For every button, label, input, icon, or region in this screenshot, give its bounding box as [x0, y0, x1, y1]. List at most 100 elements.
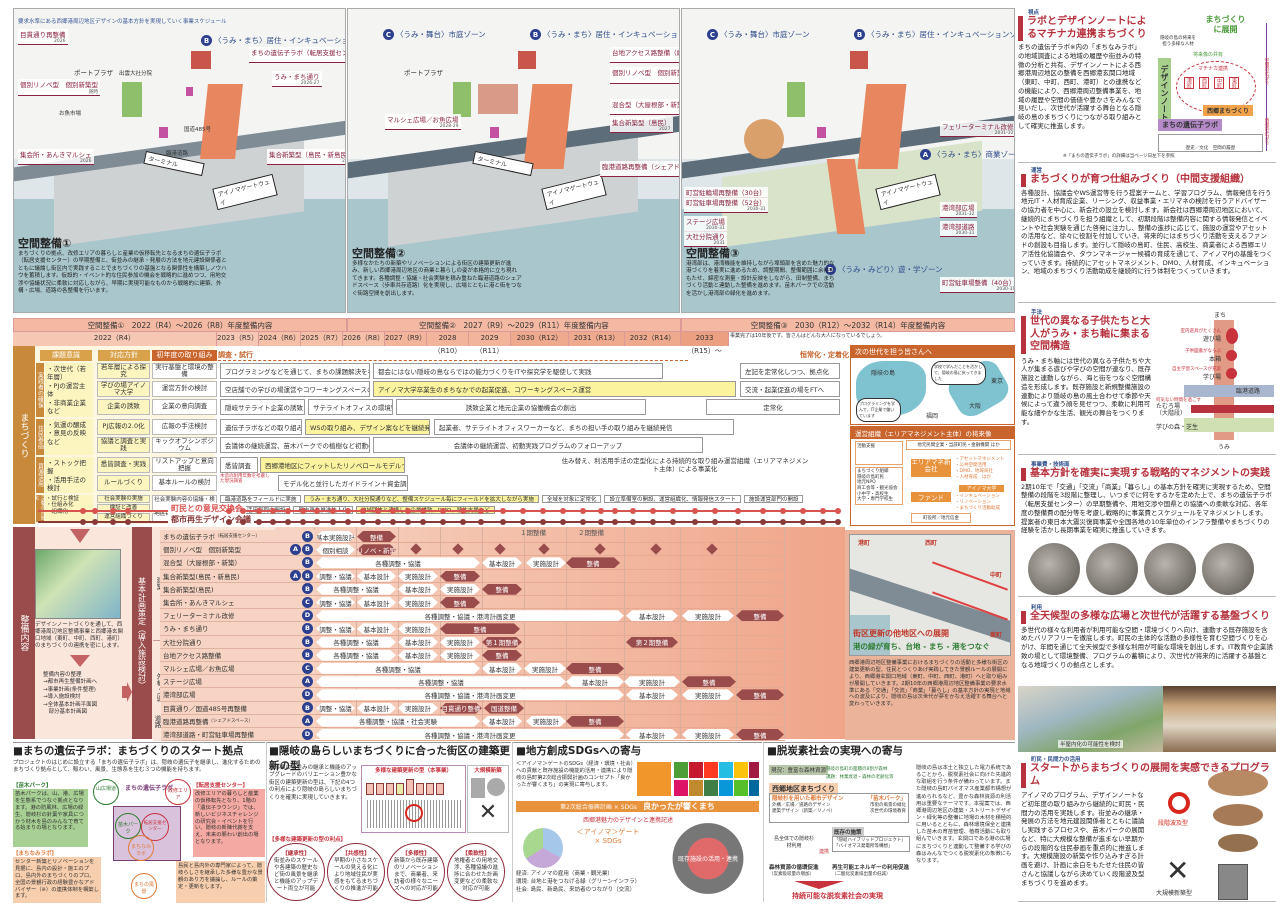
- step-box: 西郷港地区にフィットしたリノベロールモデルづくり: [260, 457, 405, 473]
- meeting-dot: [256, 508, 262, 514]
- phase-header-2: 空間整備② 2027（R9）〜2029（R11）年度整備内容: [347, 318, 681, 332]
- port-plaza-label: ポートプラザ: [74, 69, 113, 77]
- meeting-dot: [800, 519, 806, 525]
- header-trial: 調査・試行: [218, 350, 688, 361]
- header-stable: 恒常化・定着化: [800, 351, 849, 359]
- gantt-bar: 目貫通り整備: [440, 703, 482, 714]
- meeting-dot: [612, 508, 618, 514]
- gantt-bar: 実施設計: [682, 729, 734, 740]
- space-plan-1: 空間整備① まちづくりの拠点、改修エリアの暮らしと産業の仮移転先となるまちの遺伝…: [18, 237, 227, 295]
- bad-cross-icon: ✕: [1166, 854, 1190, 887]
- meeting-dot: [125, 519, 131, 525]
- panel-title: スタートからまちづくりの展開を実感できるプログラム: [1021, 763, 1273, 788]
- year-header-row: 2022（R4） 2023（R5） 2024（R6） 2025（R7） 2026…: [13, 332, 1015, 355]
- panel-allweather: 利用 全天候型の多様な広場と次世代が活躍する基盤づくり 多世代の様々な利用者が利…: [1018, 600, 1276, 752]
- row-name: うみ・まち通り: [163, 625, 209, 634]
- meeting-dot: [256, 519, 262, 525]
- year-cell: 2023（R5）: [217, 332, 259, 346]
- meeting-dot: [125, 508, 131, 514]
- good-circle-icon: [1168, 792, 1190, 814]
- year-cell: 2032（R14）: [625, 332, 681, 346]
- row-name: 集合新築型(島民・新島民): [163, 572, 240, 581]
- policy-cell: 社会実験の実施: [97, 495, 150, 503]
- meeting-townsfolk: 町民との意見交換会: [168, 503, 246, 514]
- section-block-renewal: ■隠岐の島らしいまちづくりに合った街区の建築更新の型 本事業の街並みの継承と機能…: [266, 742, 511, 902]
- gantt-bar: 整備: [736, 729, 784, 740]
- space-plan-3: 空間整備③ 港湾部は、港湾機能を維持しながら埠頭部を含めた魅力的な港づくりを着実…: [686, 247, 835, 297]
- zone-c: C〈うみ・舞台〉市庭ゾーン: [707, 29, 810, 40]
- org-top: 地元民間企業・当該町民・金融機関 ほか: [906, 440, 1011, 450]
- next-generation-title: 次の世代を担う皆さんへ: [851, 346, 1014, 358]
- meeting-dot: [692, 508, 698, 514]
- gantt-bar: リノベ・新築: [357, 544, 396, 555]
- down-arrow-icon: [70, 655, 90, 667]
- map-phase-1: ターミナル アイノマゲートウェイ ポートプラザ 出雲大社分院 お魚市場 国道48…: [13, 8, 346, 313]
- zone-badge: A: [290, 543, 301, 555]
- zone-badge: C: [302, 596, 313, 608]
- section-title: ■隠岐の島らしいまちづくりに合った街区の建築更新の型: [269, 745, 510, 772]
- panel-title: ラボとデザインノートによるマチナカ連携まちづくり: [1018, 16, 1153, 41]
- meeting-dot: [540, 508, 546, 514]
- cross-icon: ✕: [478, 800, 498, 825]
- zone-badge: B: [302, 636, 313, 648]
- year-cell: 2033（R15）〜: [681, 332, 729, 355]
- zone-badge: B: [302, 702, 313, 714]
- meeting-dot: [712, 519, 718, 525]
- group-issues: ・次世代（若年層）・PJの運営主体・非商業企業など: [45, 363, 93, 417]
- panel-text: うみ・まち軸には世代の異なる子供たちや大人が集まる遊びや学びの空間が連なり、既存…: [1021, 356, 1151, 426]
- first-year-cell: 広報の手法検討: [152, 419, 217, 435]
- panel-program: 町民・民間力の活用 スタートからまちづくりの展開を実感できるプログラム アイノマ…: [1018, 752, 1276, 902]
- meeting-dot: [500, 508, 506, 514]
- panel-org-building: 運営 まちづくりが育つ仕組みづくり（中間支援組織） 各種設計、協議会やWS運営等…: [1018, 163, 1276, 303]
- gantt-bar: 基本設計: [482, 716, 522, 727]
- map2-label: 集合新築型（島民）2027: [610, 117, 673, 133]
- speech-bubble: プログラミングを学んで、IT企業で働いています: [856, 398, 901, 422]
- plan-label: 基本計画策定（導入施設検討）: [132, 527, 152, 739]
- meeting-design-council: 都市再生デザイン会議: [168, 514, 254, 525]
- map2-label: 台地アクセス路整備（緑化）2027: [610, 47, 679, 63]
- meeting-dot: [270, 519, 276, 525]
- meeting-dot: [820, 519, 826, 525]
- meeting-dot: [540, 519, 546, 525]
- gantt-bar: 実施設計: [440, 650, 480, 661]
- place-label: 隠岐の島: [871, 370, 896, 377]
- box-townscape-lab: センター新築とリノベーションを見据に、島内の設計・施工のプロ、島内外のまちづくり…: [13, 857, 101, 903]
- gantt-bar: 整備: [482, 584, 522, 595]
- meeting-dot: [760, 519, 766, 525]
- meeting-dot: [612, 519, 618, 525]
- zone-badge: D: [302, 728, 313, 740]
- meeting-dot: [405, 508, 411, 514]
- zone-b: B〈うみ・まち〉居住・インキュベーションゾーン: [530, 29, 679, 40]
- meeting-dot: [330, 508, 336, 514]
- next-generation-panel: 次の世代を担う皆さんへ 隠岐の島 東京 大阪 福岡 学校で学んだことを活かして、…: [850, 345, 1015, 425]
- gantt-bar: 整備: [566, 663, 624, 674]
- row-name: まちの遺伝子ラボ: [163, 533, 215, 542]
- render-caption: 半屋内化の可能性を検討: [1058, 740, 1123, 748]
- merit-circle: 【柔軟性】地権者との用地交渉、各種協議の進捗に合わせた計画変更などの柔軟な対応が…: [447, 843, 505, 901]
- gantt-bar: 整備: [736, 610, 784, 621]
- first-year-cell: リストアップと意向把握: [152, 457, 217, 473]
- box-rules: 島民と島内外の専門家によって、隠岐らしさを継承した多様な豊かな景観のあり方を議論…: [176, 861, 265, 903]
- route-label: 国道485号: [184, 127, 211, 133]
- zone-b: B〈うみ・まち〉居住・インキュベーションゾーン: [201, 35, 345, 46]
- gantt-bar: 整備: [482, 650, 522, 661]
- right-arrow-icon: [122, 682, 132, 702]
- large-building-icon: [1218, 864, 1248, 900]
- map-phase-2: ターミナル アイノマゲートウェイ ポートプラザ C〈うみ・舞台〉市庭ゾーン B〈…: [347, 8, 680, 313]
- row-name: 台地アクセス路整備: [163, 651, 222, 660]
- header-policy: 対応方針: [98, 350, 150, 361]
- org-univ-roles: ・インキュベーション・リノベーション・まちづくり活動助成: [955, 494, 1000, 511]
- map1-label: 集合新築型（島民・新島民）2026: [267, 149, 345, 165]
- gantt-bar: 実施設計: [682, 689, 734, 700]
- step-text: 住み替え、利活用手法の定型化による持続的な取り組み運営組織（エリアマネジメント主…: [561, 457, 809, 474]
- gantt-bar: 各種調整・協議・港湾計画変更: [316, 689, 624, 700]
- gantt-bar: 基本設計: [357, 703, 396, 714]
